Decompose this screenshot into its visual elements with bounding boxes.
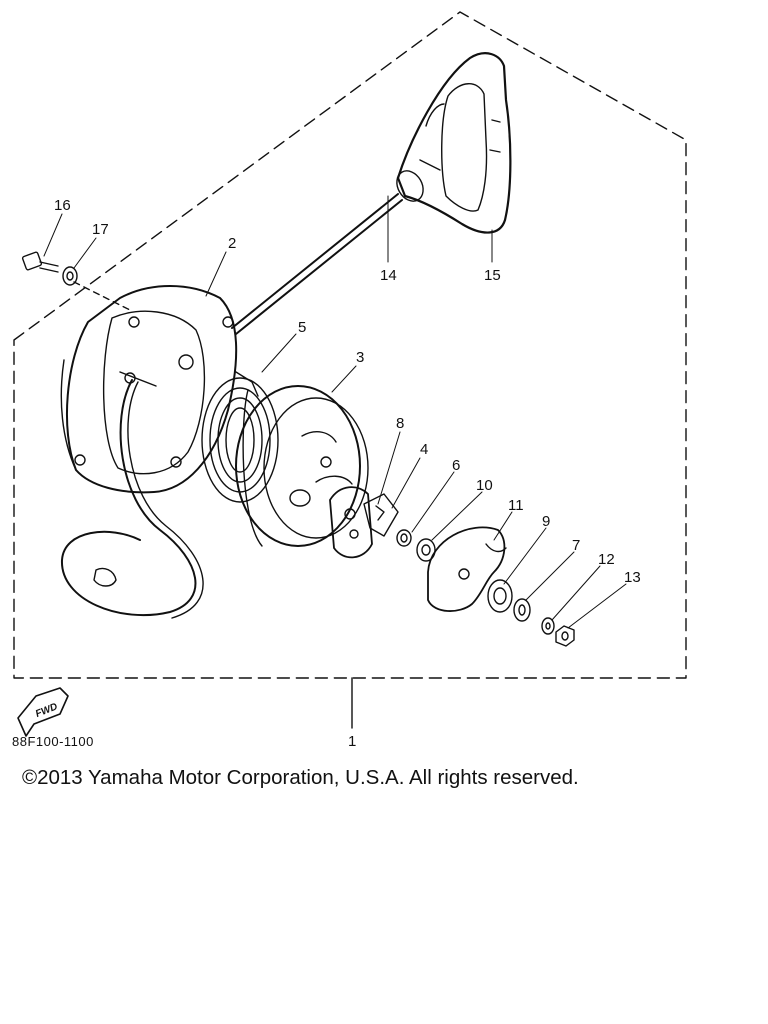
part-label-11: 11 [508,497,524,514]
leader-lines [43,195,627,629]
part-label-12: 12 [598,551,615,568]
part-label-13: 13 [624,569,641,586]
starter-handle [396,52,512,234]
spring-washer [487,579,513,613]
copyright-notice: ©2013 Yamaha Motor Corporation, U.S.A. A… [22,766,579,789]
bolt [21,251,59,273]
part-label-15: 15 [484,267,501,284]
sheave-drum [235,385,369,547]
assembly-boundary [13,11,687,679]
part-label-17: 17 [92,221,109,238]
part-label-4: 4 [420,441,428,458]
washer-7 [513,598,531,622]
collar [396,529,412,547]
part-label-3: 3 [356,349,364,366]
drive-plate [427,526,507,612]
part-label-1: 1 [348,733,356,750]
washer [62,266,78,286]
part-label-16: 16 [54,197,71,214]
fwd-label: FWD [34,701,59,720]
fwd-arrow-icon [17,687,69,737]
part-label-9: 9 [542,513,550,530]
lock-washer [541,617,555,635]
part-label-6: 6 [452,457,460,474]
part-labels: 2 5 3 8 4 6 10 11 9 7 12 13 14 15 16 17 … [54,197,641,750]
part-label-2: 2 [228,235,236,252]
nut [555,625,575,647]
cable-loop [60,371,204,619]
starter-case [60,285,238,494]
starter-rope [231,193,403,335]
bolt-axis [73,281,131,311]
exploded-parts-diagram: 2 5 3 8 4 6 10 11 9 7 12 13 14 15 16 17 … [12,11,687,750]
spiral-spring [201,371,279,503]
part-label-8: 8 [396,415,404,432]
drive-pawl [329,486,373,559]
part-label-7: 7 [572,537,580,554]
part-label-10: 10 [476,477,493,494]
washer-10 [416,538,436,562]
part-label-14: 14 [380,267,397,284]
part-label-5: 5 [298,319,306,336]
figure-code: 88F100-1100 [12,734,94,749]
